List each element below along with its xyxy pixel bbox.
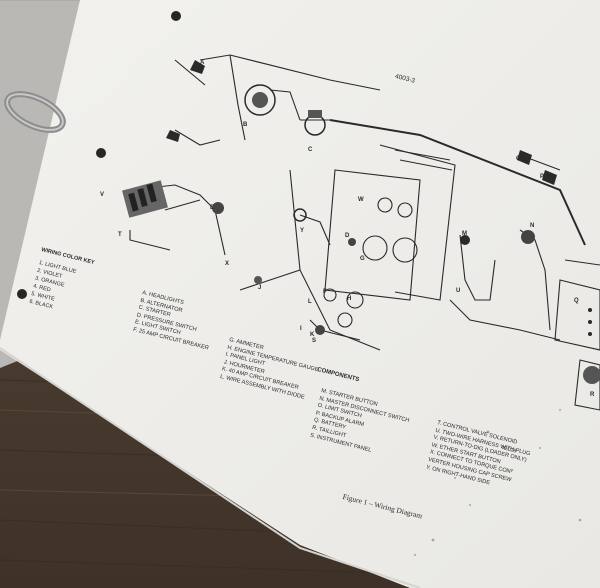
diagram-label: N	[530, 223, 534, 229]
diagram-label: T	[118, 232, 122, 238]
diagram-label: C	[308, 147, 313, 153]
diagram-label: I	[300, 326, 302, 332]
diagram-label: B	[243, 122, 248, 128]
wear-marks	[414, 409, 582, 556]
diagram-label: W	[358, 197, 364, 203]
diagram-label: D	[345, 233, 350, 239]
diagram-label: X	[225, 261, 229, 267]
diagram-label: H	[347, 296, 351, 302]
diagram-label: M	[462, 231, 467, 237]
diagram-label: P	[540, 174, 544, 180]
punch-hole	[17, 289, 27, 299]
diagram-components	[122, 60, 600, 384]
diagram-label: E	[210, 205, 214, 211]
diagram-label: O	[516, 156, 521, 162]
punch-hole	[171, 11, 181, 21]
binder-ring-icon	[4, 91, 66, 133]
diagram-label: L	[308, 299, 312, 305]
diagram-label: F	[323, 289, 327, 295]
diagram-letter-labels: A B C D E F G H I J K L M N O P Q R S T …	[100, 60, 595, 398]
diagram-label: J	[258, 285, 261, 291]
diagram-label: U	[456, 288, 460, 294]
diagram-label: G	[360, 256, 365, 262]
diagram-label: K	[310, 332, 315, 338]
diagram-label: V	[100, 192, 104, 198]
diagram-label: Y	[300, 228, 304, 234]
diagram-label: S	[312, 338, 316, 344]
diagram-label: A	[200, 60, 205, 66]
punch-hole	[96, 148, 106, 158]
diagram-label: R	[590, 392, 595, 398]
diagram-label: Q	[574, 298, 579, 304]
